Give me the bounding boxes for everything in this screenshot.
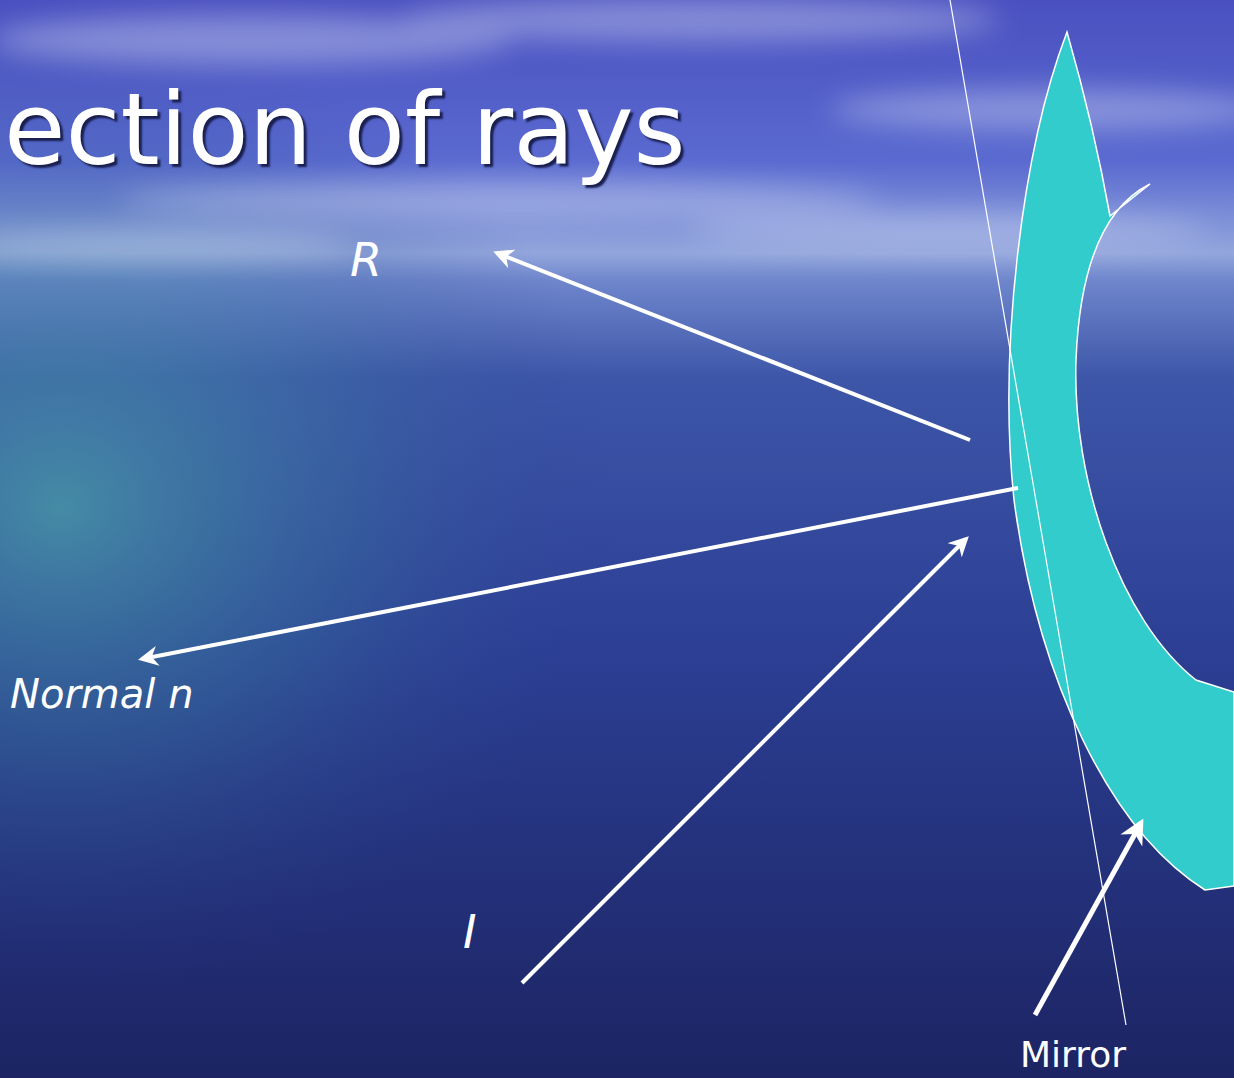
incident-ray [522,539,966,983]
slide-title: ection of rays [4,80,686,180]
reflected-ray [497,253,970,440]
mirror-shape [1009,32,1234,890]
ray-label: I [463,909,477,955]
normal-label: Normal n [10,674,194,714]
part-label: Mirror [1020,1037,1126,1073]
normal-arrow [142,488,1018,659]
tangent-line [950,0,1126,1025]
mirror-pointer [1035,823,1141,1015]
ray-label: R [350,237,382,283]
